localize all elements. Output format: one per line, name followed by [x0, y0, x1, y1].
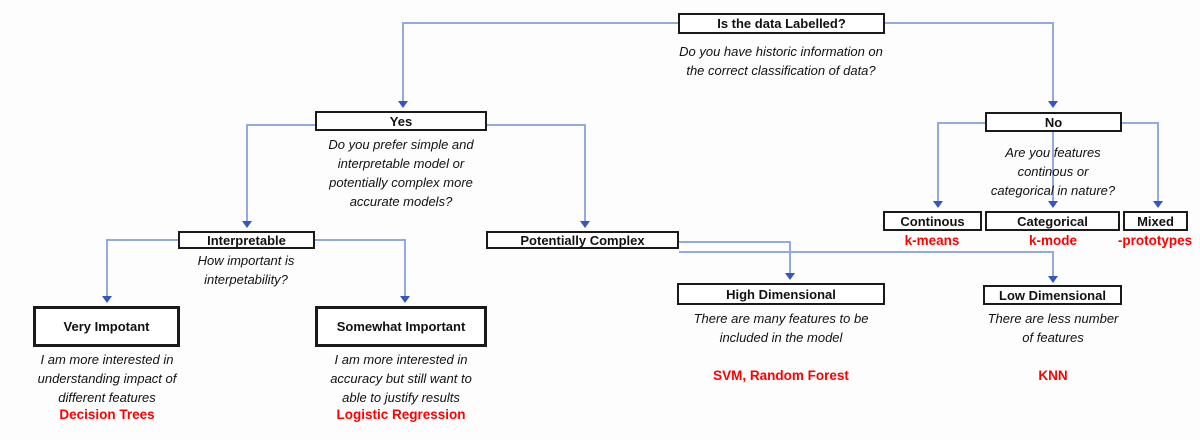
connector-complex-low-v: [1052, 251, 1054, 277]
connector-root-yes-v: [402, 22, 404, 102]
arrowhead-icon: [580, 221, 590, 228]
algorithm-k-mode: k-mode: [1028, 233, 1077, 248]
node-interpretable-label: Interpretable: [207, 232, 286, 248]
connector-no-mixed-v: [1157, 122, 1159, 202]
node-somewhat-important-label: Somewhat Important: [336, 319, 466, 334]
algorithm-knn: KNN: [1038, 368, 1068, 383]
node-low-dimensional-label: Low Dimensional: [999, 287, 1106, 303]
node-very-important: Very Impotant: [33, 306, 180, 347]
arrowhead-icon: [933, 201, 943, 208]
arrowhead-icon: [102, 296, 112, 303]
connector-root-no-v: [1052, 22, 1054, 102]
arrowhead-icon: [785, 273, 795, 280]
node-yes-label: Yes: [389, 113, 413, 129]
node-high-dimensional-question: There are many features to be included i…: [693, 311, 869, 345]
connector-root-yes-h: [403, 22, 678, 24]
node-mixed: Mixed: [1123, 211, 1188, 231]
arrowhead-icon: [400, 296, 410, 303]
node-categorical: Categorical: [985, 211, 1120, 231]
arrowhead-icon: [1048, 201, 1058, 208]
connector-interpretable-very-h: [107, 239, 178, 241]
node-categorical-label: Categorical: [1017, 213, 1088, 229]
node-potentially-complex-label: Potentially Complex: [520, 232, 645, 248]
node-very-important-label: Very Impotant: [63, 319, 150, 334]
arrowhead-icon: [1048, 276, 1058, 283]
node-interpretable-question: How important is interpetability?: [197, 253, 295, 287]
node-potentially-complex: Potentially Complex: [486, 231, 679, 249]
arrowhead-icon: [1153, 201, 1163, 208]
node-low-dimensional-question: There are less number of features: [987, 311, 1119, 345]
node-interpretable: Interpretable: [178, 231, 315, 249]
connector-no-categorical-v: [1052, 132, 1054, 202]
algorithm-decision-trees: Decision Trees: [59, 407, 155, 422]
node-high-dimensional: High Dimensional: [677, 283, 885, 305]
connector-no-mixed-h: [1122, 122, 1158, 124]
connector-interpretable-somewhat-v: [404, 239, 406, 297]
algorithm-k-means: k-means: [904, 233, 960, 248]
algorithm-prototypes: -prototypes: [1117, 233, 1193, 248]
node-no-question: Are you features continous or categorica…: [990, 145, 1116, 198]
arrowhead-icon: [1048, 101, 1058, 108]
node-root-label: Is the data Labelled?: [717, 16, 846, 31]
node-yes-question: Do you prefer simple and interpretable m…: [328, 137, 474, 209]
node-yes: Yes: [315, 111, 487, 131]
node-continous: Continous: [883, 211, 982, 231]
connector-interpretable-somewhat-h: [315, 239, 405, 241]
node-continous-label: Continous: [900, 213, 965, 229]
connector-complex-low-h: [679, 251, 1053, 253]
algorithm-logistic-regression: Logistic Regression: [336, 407, 466, 422]
node-very-important-question: I am more interested in understanding im…: [37, 352, 177, 405]
algorithm-svm-random-forest: SVM, Random Forest: [713, 368, 849, 383]
connector-complex-high-v: [789, 241, 791, 274]
node-root: Is the data Labelled?: [678, 13, 885, 34]
node-root-question: Do you have historic information on the …: [679, 44, 883, 78]
node-low-dimensional: Low Dimensional: [983, 285, 1122, 305]
arrowhead-icon: [242, 221, 252, 228]
node-no-label: No: [1044, 114, 1063, 130]
connector-interpretable-very-v: [106, 239, 108, 297]
arrowhead-icon: [398, 101, 408, 108]
connector-root-no-h: [885, 22, 1053, 24]
connector-yes-interpretable-v: [246, 124, 248, 222]
connector-no-continous-h: [938, 122, 985, 124]
connector-yes-complex-v: [584, 124, 586, 222]
node-no: No: [985, 112, 1122, 132]
connector-yes-complex-h: [487, 124, 585, 126]
node-mixed-label: Mixed: [1137, 213, 1174, 229]
node-somewhat-important-question: I am more interested in accuracy but sti…: [330, 352, 472, 405]
node-somewhat-important: Somewhat Important: [315, 306, 487, 347]
node-high-dimensional-label: High Dimensional: [726, 286, 836, 302]
connector-complex-high-h: [679, 241, 790, 243]
connector-no-continous-v: [937, 122, 939, 202]
connector-yes-interpretable-h: [247, 124, 315, 126]
